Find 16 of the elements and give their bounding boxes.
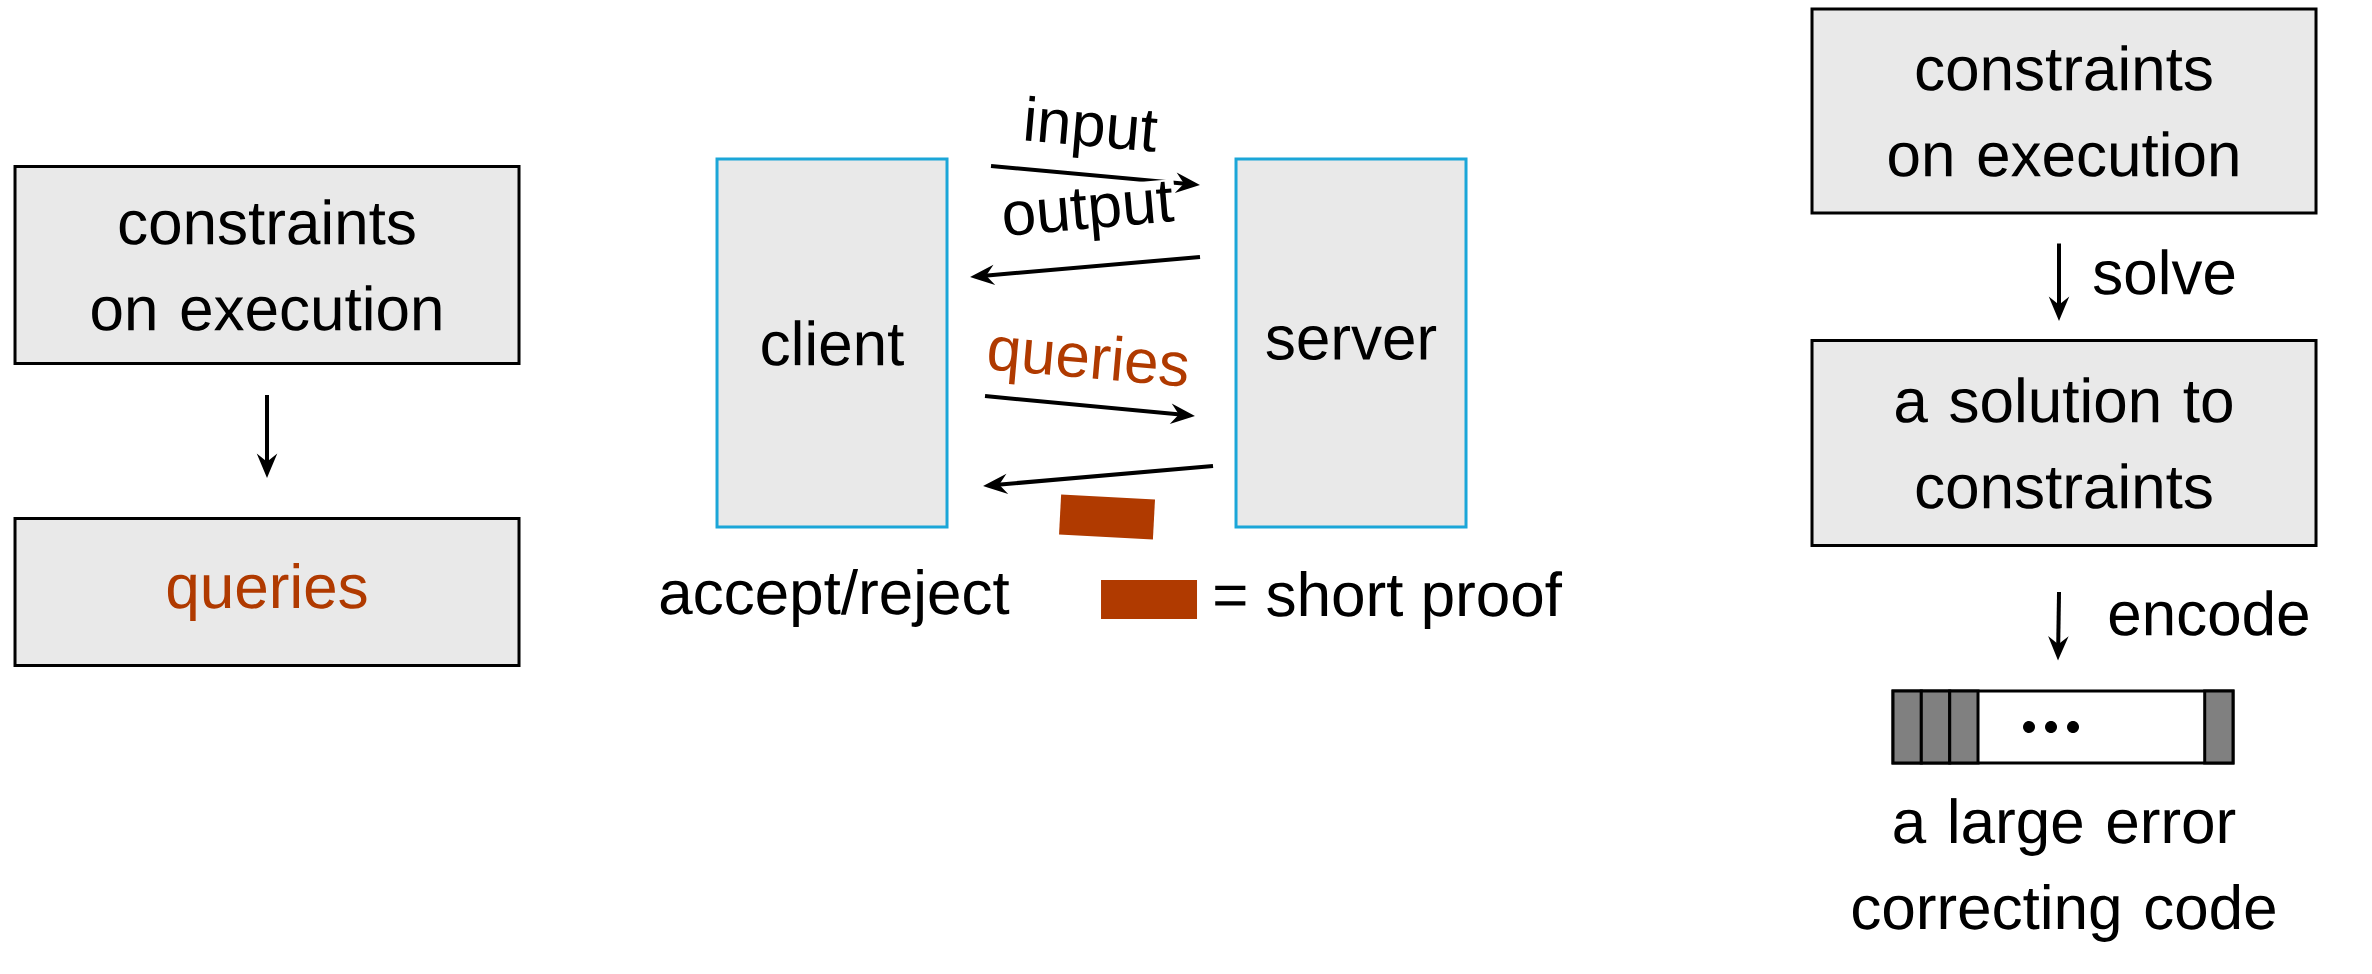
edge-label: input (1018, 93, 1162, 167)
edge-label: solve (2090, 247, 2239, 297)
codeword-bar-drawing (1891, 689, 2235, 765)
node-label: accept/reject (660, 569, 1010, 627)
edge-label: queries (982, 322, 1194, 402)
edge-label: encode (2105, 588, 2313, 638)
proof-block (1059, 494, 1155, 540)
process-box: constraints on execution (13, 165, 521, 365)
edge-label: output (997, 178, 1179, 252)
process-box: a solution to constraints (1810, 339, 2318, 547)
process-box: constraints on execution (1810, 7, 2318, 215)
node-label: a large error correcting code (1853, 798, 2275, 942)
party-box: server (1234, 157, 1468, 529)
process-box: queries (13, 517, 521, 667)
legend-label: = short proof (1215, 571, 1563, 629)
party-box: client (715, 157, 949, 529)
